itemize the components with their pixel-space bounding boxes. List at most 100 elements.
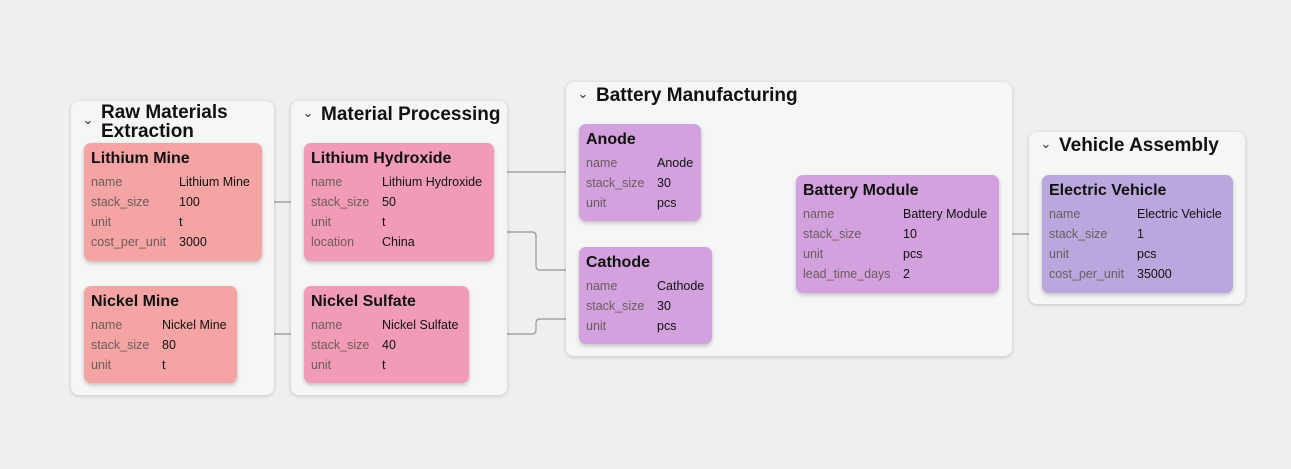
- property-row: stack_size 1: [1049, 224, 1226, 244]
- node-title: Nickel Mine: [91, 293, 180, 310]
- property-key: name: [311, 318, 343, 332]
- property-value: 30: [657, 176, 671, 190]
- property-value: Lithium Hydroxide: [382, 175, 483, 189]
- property-value: Electric Vehicle: [1137, 207, 1222, 221]
- node-title: Electric Vehicle: [1049, 182, 1167, 199]
- property-row: lead_time_days 2: [803, 264, 992, 284]
- property-row: stack_size 40: [311, 335, 462, 355]
- chevron-down-icon[interactable]: ⌄: [1040, 136, 1052, 151]
- group-header: ⌄ Raw Materials Extraction: [81, 103, 268, 141]
- property-row: unit t: [311, 212, 487, 232]
- property-value: 35000: [1137, 267, 1172, 281]
- property-key: unit: [586, 319, 607, 333]
- property-row: name Lithium Hydroxide: [311, 172, 487, 192]
- property-row: unit pcs: [586, 193, 694, 213]
- node-title: Battery Module: [803, 182, 919, 199]
- group-header: ⌄ Battery Manufacturing: [576, 86, 1006, 105]
- node-title: Anode: [586, 131, 636, 148]
- node-nickel-sulfate[interactable]: Nickel Sulfate name Nickel Sulfate stack_si…: [304, 286, 469, 383]
- chevron-down-icon[interactable]: ⌄: [302, 105, 314, 120]
- property-key: name: [91, 318, 123, 332]
- property-key: name: [311, 175, 343, 189]
- property-key: name: [91, 175, 123, 189]
- property-row: stack_size 30: [586, 296, 705, 316]
- group-title: Battery Manufacturing: [596, 85, 798, 106]
- property-value: pcs: [657, 319, 677, 333]
- property-value: Cathode: [657, 279, 705, 293]
- property-key: stack_size: [586, 299, 645, 313]
- property-key: cost_per_unit: [1049, 267, 1125, 281]
- property-row: name Nickel Mine: [91, 315, 230, 335]
- property-key: unit: [311, 358, 332, 372]
- property-row: name Cathode: [586, 276, 705, 296]
- node-title: Lithium Hydroxide: [311, 150, 452, 167]
- property-row: cost_per_unit 3000: [91, 232, 255, 252]
- chevron-down-icon[interactable]: ⌄: [82, 112, 94, 127]
- property-value: pcs: [903, 247, 923, 261]
- property-key: unit: [586, 196, 607, 210]
- node-cathode[interactable]: Cathode name Cathode stack_size 30 unit pcs: [579, 247, 712, 344]
- property-value: 50: [382, 195, 396, 209]
- property-value: Nickel Sulfate: [382, 318, 459, 332]
- group-title: Vehicle Assembly: [1059, 135, 1219, 156]
- group-header: ⌄ Vehicle Assembly: [1039, 136, 1239, 155]
- property-value: 3000: [179, 235, 207, 249]
- property-value: 1: [1137, 227, 1144, 241]
- property-key: unit: [311, 215, 332, 229]
- property-value: 10: [903, 227, 917, 241]
- node-title: Lithium Mine: [91, 150, 190, 167]
- property-value: Nickel Mine: [162, 318, 227, 332]
- chevron-down-icon[interactable]: ⌄: [577, 86, 589, 101]
- property-row: name Anode: [586, 153, 694, 173]
- node-title: Nickel Sulfate: [311, 293, 416, 310]
- property-key: stack_size: [91, 338, 150, 352]
- property-key: unit: [1049, 247, 1070, 261]
- property-value: 100: [179, 195, 200, 209]
- property-row: stack_size 100: [91, 192, 255, 212]
- property-key: name: [586, 156, 618, 170]
- property-key: stack_size: [91, 195, 150, 209]
- property-value: pcs: [1137, 247, 1157, 261]
- property-row: name Electric Vehicle: [1049, 204, 1226, 224]
- property-value: China: [382, 235, 415, 249]
- property-key: name: [586, 279, 618, 293]
- property-value: Anode: [657, 156, 694, 170]
- property-value: 30: [657, 299, 671, 313]
- group-header: ⌄ Material Processing: [301, 105, 501, 124]
- node-title: Cathode: [586, 254, 650, 271]
- group-title: Raw Materials Extraction: [101, 102, 228, 142]
- group-title: Material Processing: [321, 104, 501, 125]
- property-key: cost_per_unit: [91, 235, 167, 249]
- property-row: cost_per_unit 35000: [1049, 264, 1226, 284]
- property-row: unit pcs: [1049, 244, 1226, 264]
- property-key: lead_time_days: [803, 267, 891, 281]
- property-value: 2: [903, 267, 910, 281]
- property-key: unit: [91, 215, 112, 229]
- property-row: name Nickel Sulfate: [311, 315, 462, 335]
- property-row: unit t: [91, 355, 230, 375]
- property-key: stack_size: [1049, 227, 1108, 241]
- property-key: name: [1049, 207, 1081, 221]
- node-lithium-hydroxide[interactable]: Lithium Hydroxide name Lithium Hydroxide st…: [304, 143, 494, 261]
- property-value: pcs: [657, 196, 677, 210]
- property-value: t: [382, 215, 386, 229]
- node-electric-vehicle[interactable]: Electric Vehicle name Electric Vehicle stac…: [1042, 175, 1233, 293]
- property-key: stack_size: [311, 338, 370, 352]
- property-value: 40: [382, 338, 396, 352]
- property-key: unit: [91, 358, 112, 372]
- property-value: t: [162, 358, 166, 372]
- property-row: unit pcs: [586, 316, 705, 336]
